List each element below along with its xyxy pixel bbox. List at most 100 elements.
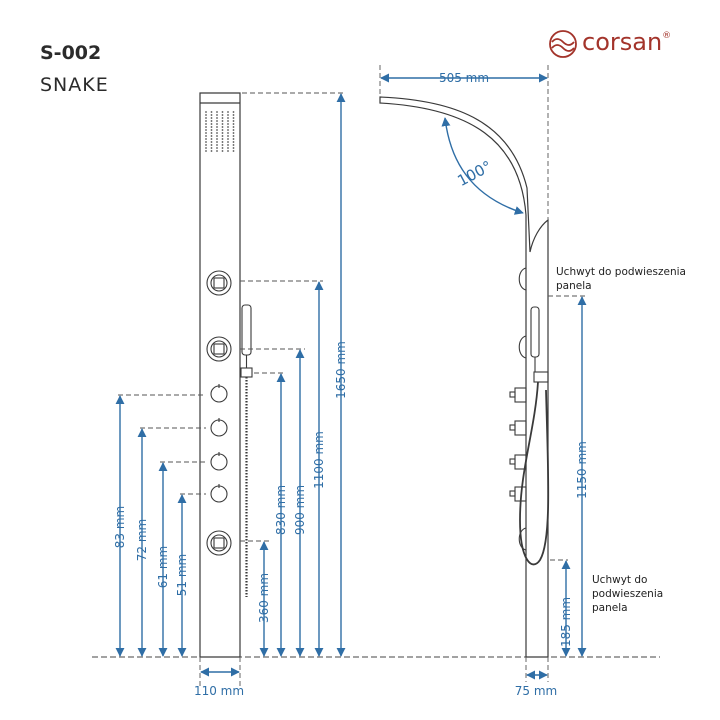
note-bottom-bracket: Uchwyt do podwieszenia panela [592,574,664,614]
dim-label-reach: 505 mm [439,71,489,85]
dim-label-830: 830 mm [274,485,288,535]
nozzle-dot [221,135,224,137]
nozzle-dot [221,144,224,146]
nozzle-dot [216,123,218,125]
nozzle-dot [210,135,213,137]
dim-label-83: 83 mm [113,506,127,548]
nozzle-dot [232,132,235,134]
front-panel-outline [199,92,241,658]
side-control-knobs [509,387,527,502]
nozzle-dot [221,141,224,143]
nozzle-dot [227,126,229,128]
nozzle-dot [227,138,229,140]
model-name: SNAKE [40,74,109,96]
nozzle-dot [216,150,218,152]
nozzle-dot [232,111,235,113]
body-jet-bottom [206,530,232,556]
nozzle-dot [210,129,213,131]
side-body-jets [518,267,527,551]
nozzle-dot [210,117,213,119]
nozzle-dot [205,120,207,122]
front-dimension-arrows [115,93,346,677]
nozzle-dot [232,114,235,116]
dim-label-61: 61 mm [156,546,170,588]
nozzle-dot [221,147,224,149]
nozzle-dot [205,135,207,137]
dim-label-1100: 1100 mm [312,431,326,489]
nozzle-dot [221,120,224,122]
nozzle-dot [210,123,213,125]
nozzle-dot [221,123,224,125]
nozzle-dot [216,111,218,113]
nozzle-dot [232,138,235,140]
dim-label-width: 110 mm [194,684,244,698]
nozzle-dot [216,126,218,128]
nozzle-dot [210,138,213,140]
nozzle-dot [227,129,229,131]
dim-label-900: 900 mm [293,485,307,535]
rain-shower-nozzles [205,111,235,152]
nozzle-dot [227,114,229,116]
nozzle-dot [210,144,213,146]
hand-shower-side [519,306,550,566]
front-guide-lines [118,92,345,686]
nozzle-dot [227,117,229,119]
nozzle-dot [216,147,218,149]
nozzle-dot [205,141,207,143]
brand-swoosh-icon [549,30,577,58]
dim-label-1650: 1650 mm [334,341,348,399]
control-knob-4 [210,484,228,503]
nozzle-dot [221,114,224,116]
nozzle-dot [216,132,218,134]
nozzle-dot [205,132,207,134]
nozzle-dot [221,126,224,128]
registered-mark: ® [662,31,672,41]
note-top-hanger: Uchwyt do podwieszenia panela [556,266,686,292]
nozzle-dot [227,111,229,113]
dim-label-72: 72 mm [135,519,149,561]
nozzle-dot [205,111,207,113]
control-knob-3 [210,452,228,471]
nozzle-dot [232,135,235,137]
nozzle-dot [205,144,207,146]
dim-label-360: 360 mm [257,573,271,623]
nozzle-dot [210,132,213,134]
nozzle-dot [232,120,235,122]
nozzle-dot [232,144,235,146]
hand-shower-front [240,304,253,597]
nozzle-dot [232,147,235,149]
nozzle-dot [232,129,235,131]
nozzle-dot [210,150,213,152]
nozzle-dot [210,147,213,149]
nozzle-dot [216,114,218,116]
nozzle-dot [227,120,229,122]
side-dimension-arrows [380,73,587,680]
nozzle-dot [210,111,213,113]
nozzle-dot [227,135,229,137]
nozzle-dot [221,117,224,119]
dim-label-depth: 75 mm [515,684,557,698]
body-jet-middle [206,336,232,362]
nozzle-dot [205,126,207,128]
nozzle-dot [221,111,224,113]
nozzle-dot [232,117,235,119]
control-knob-1 [210,384,228,403]
dim-label-1150: 1150 mm [575,441,589,499]
nozzle-dot [227,132,229,134]
nozzle-dot [227,150,229,152]
nozzle-dot [216,120,218,122]
nozzle-dot [205,114,207,116]
nozzle-dot [210,141,213,143]
nozzle-dot [232,141,235,143]
nozzle-dot [216,129,218,131]
nozzle-dot [205,129,207,131]
brand-logo: corsan® [582,30,671,54]
nozzle-dot [232,150,235,152]
nozzle-dot [227,123,229,125]
nozzle-dot [227,141,229,143]
nozzle-dot [210,126,213,128]
nozzle-dot [205,123,207,125]
brand-wordmark: corsan [582,28,663,56]
nozzle-dot [227,147,229,149]
